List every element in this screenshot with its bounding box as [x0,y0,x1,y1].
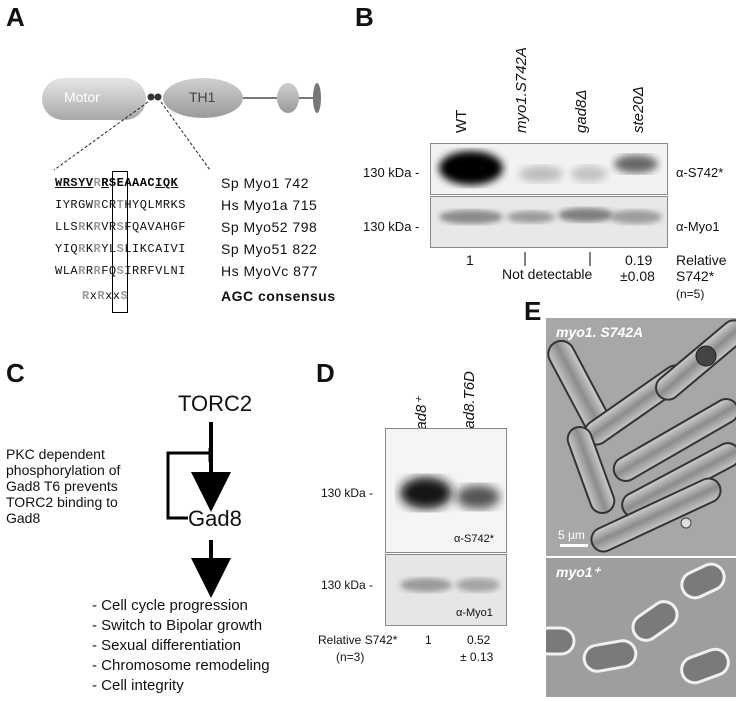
lane-label-ste20-delta: ste20Δ [630,86,647,133]
micrograph-myo1-s742a: myo1. S742A 5 µm [546,318,736,556]
species-label: Sp Myo1 742 [221,175,309,191]
motor-domain [42,78,146,120]
outcome-item: - Chromosome remodeling [92,657,270,674]
th1-domain [163,78,243,118]
quant-ste20-value: 0.19 [625,252,653,268]
rel-err-gad8-t6d: ± 0.13 [460,650,494,664]
motor-label: Motor [64,89,100,105]
micrograph-myo1-plus: myo1⁺ [546,558,736,697]
scale-bar-label: 5 µm [558,528,585,542]
species-label: Hs Myo1a 715 [221,197,318,213]
quant-n: (n=5) [676,287,705,301]
outcome-item: - Sexual differentiation [92,637,241,654]
quant-wt: 1 [466,252,474,268]
inhibition-feedback [166,448,212,520]
quant-not-detectable: Not detectable [502,266,593,282]
kda-marker-d-bottom: 130 kDa - [321,578,374,592]
panel-label-d: D [316,358,335,388]
blot-b-bottom [430,196,668,248]
seq-row-sp-myo1: WRSYVRRSEAAACIQK Sp Myo1 742 [55,175,309,191]
rel-s742-label: Relative S742* [318,633,398,647]
seq-row-sp-myo52: LLSRKRVRSFQAVAHGF Sp Myo52 798 [55,219,318,235]
species-label: Sp Myo52 798 [221,219,318,235]
species-label: Hs MyoVc 877 [221,263,319,279]
sh3-domain [277,83,299,113]
species-label: Sp Myo51 822 [221,241,318,257]
panel-label-c: C [6,358,25,388]
quant-ste20-err: ±0.08 [620,268,655,284]
blot-d-top: α-S742* [385,428,507,553]
myo1-domain-diagram [42,78,321,171]
quant-label-s742: S742* [676,268,715,284]
antibody-label-d-bottom: α-Myo1 [456,607,493,619]
label-myo1-s742a: myo1. S742A [556,324,644,340]
blot-d-bottom: α-Myo1 [385,554,507,626]
lane-label-wt: WT [453,109,470,133]
pkc-note: PKC dependent phosphorylation of Gad8 T6… [6,446,121,526]
seq-row-agc-consensus: RxRxxS AGC consensus [82,288,336,304]
seq-row-hs-myovc: WLARRRFQSIRRFVLNI Hs MyoVc 877 [55,263,319,279]
seq-row-sp-myo51: YIQRKRYLSLIKCAIVI Sp Myo51 822 [55,241,318,257]
not-detectable-ticks [524,252,591,266]
th1-label: TH1 [189,89,216,105]
rel-s742-n: (n=3) [336,650,365,664]
zoom-line-left [53,101,149,171]
antibody-label-d-top: α-S742* [454,533,494,545]
blot-b-top [430,143,668,195]
antibody-label-b-bottom: α-Myo1 [676,219,720,234]
panel-label-e: E [524,296,542,326]
scale-bar [560,544,588,547]
iq-motif-1 [147,93,155,101]
consensus-label: AGC consensus [221,288,336,304]
lane-label-gad8-delta: gad8Δ [573,89,590,133]
gad8-outcomes-list: - Cell cycle progression - Switch to Bip… [92,596,270,696]
panel-label-a: A [6,2,25,32]
conserved-serine-box [112,171,128,313]
outcome-item: - Cell integrity [92,677,184,694]
outcome-item: - Cell cycle progression [92,597,248,614]
seq-row-hs-myo1a: IYRGWRCRTHYQLMRKS Hs Myo1a 715 [55,197,318,213]
antibody-label-b-top: α-S742* [676,165,724,180]
rel-value-gad8-t6d: 0.52 [467,633,491,647]
kda-marker-b-top: 130 kDa - [363,165,420,180]
rel-value-gad8-plus: 1 [425,633,432,647]
torc2-node: TORC2 [178,391,253,416]
lane-label-myo1-s742a: myo1.S742A [513,47,530,133]
ca-domain [313,83,321,113]
panel-label-b: B [355,2,374,32]
iq-motif-2 [154,93,162,101]
zoom-line-right [160,101,211,171]
label-myo1-plus: myo1⁺ [556,564,600,580]
quant-label-relative: Relative [676,252,727,268]
outcome-item: - Switch to Bipolar growth [92,617,263,634]
kda-marker-d-top: 130 kDa - [321,486,374,500]
kda-marker-b-bottom: 130 kDa - [363,219,420,234]
